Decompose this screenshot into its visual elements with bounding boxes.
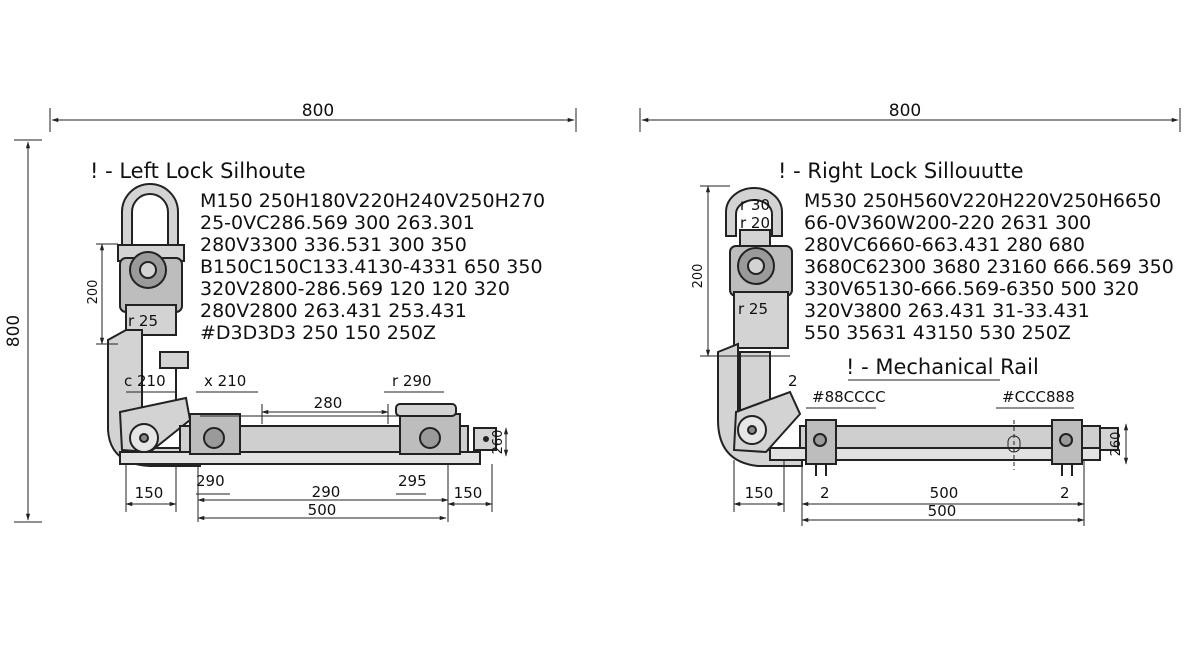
left-dim-260: 260 xyxy=(491,430,506,455)
right-dim-r25: r 25 xyxy=(738,300,768,318)
right-lock-body xyxy=(717,187,803,467)
left-dim-150b: 150 xyxy=(454,484,483,502)
left-rail xyxy=(119,403,497,465)
left-title: ! - Left Lock Silhoute xyxy=(90,159,306,183)
right-dim-r30: r 30 xyxy=(740,196,770,214)
left-dim-150a: 150 xyxy=(135,484,164,502)
left-dim-r25: r 25 xyxy=(128,312,158,330)
left-code-line-2: 25-0VC286.569 300 263.301 xyxy=(200,212,475,234)
right-code-line-1: M530 250H560V220H220V250H6650 xyxy=(804,190,1161,212)
right-code-line-5: 330V65130-666.569-6350 500 320 xyxy=(804,278,1139,300)
right-width-label: 800 xyxy=(889,101,921,121)
left-code-line-7: #D3D3D3 250 150 250Z xyxy=(200,322,436,344)
right-dim-260: 260 xyxy=(1109,432,1124,457)
right-dim-c888: #CCC888 xyxy=(1002,388,1075,406)
left-assembly: ! - Left Lock Silhoute M150 250H180V220H… xyxy=(86,159,545,522)
right-code-line-4: 3680C62300 3680 23160 666.569 350 xyxy=(804,256,1174,278)
right-dimensions: r 30 r 20 200 r 25 2 #88CCCC #CCC888 260… xyxy=(691,185,1129,526)
right-assembly: ! - Right Lock Sillouutte M530 250H560V2… xyxy=(691,159,1174,526)
overall-dimensions: 800 800 800 xyxy=(4,101,1181,523)
left-dim-280: 280 xyxy=(314,394,343,412)
right-dim-2b: 2 xyxy=(1060,484,1070,502)
rail-title: ! - Mechanical Rail xyxy=(846,355,1039,379)
right-dim-r20: r 20 xyxy=(740,214,770,232)
left-code-line-3: 280V3300 336.531 300 350 xyxy=(200,234,467,256)
left-code-line-4: B150C150C133.4130-4331 650 350 xyxy=(200,256,543,278)
right-code-line-7: 550 35631 43150 530 250Z xyxy=(804,322,1071,344)
left-code-line-5: 320V2800-286.569 120 120 320 xyxy=(200,278,510,300)
left-dim-x210: x 210 xyxy=(204,372,246,390)
left-dim-290a: 290 xyxy=(196,472,225,490)
right-dim-2a: 2 xyxy=(820,484,830,502)
left-dim-295: 295 xyxy=(398,472,427,490)
right-code-line-3: 280VC6660-663.431 280 680 xyxy=(804,234,1085,256)
right-dim-500a: 500 xyxy=(930,484,959,502)
right-code-block: M530 250H560V220H220V250H6650 66-0V360W2… xyxy=(804,190,1174,344)
right-dim-500b: 500 xyxy=(928,502,957,520)
right-dim-v2: 2 xyxy=(788,372,798,390)
left-code-block: M150 250H180V220H240V250H270 25-0VC286.5… xyxy=(200,190,545,344)
left-dim-r290: r 290 xyxy=(392,372,432,390)
left-code-line-1: M150 250H180V220H240V250H270 xyxy=(200,190,545,212)
left-lock-body xyxy=(107,183,201,467)
left-dim-h200: 200 xyxy=(86,280,101,305)
right-dim-h200: 200 xyxy=(691,264,706,289)
left-dim-290b: 290 xyxy=(312,483,341,501)
left-dimensions: 200 r 25 c 210 x 210 r 290 280 260 290 2… xyxy=(86,243,509,522)
right-dim-c88: #88CCCC xyxy=(812,388,886,406)
right-title: ! - Right Lock Sillouutte xyxy=(778,159,1024,183)
left-dim-c210: c 210 xyxy=(124,372,166,390)
left-dim-500: 500 xyxy=(308,501,337,519)
left-code-line-6: 280V2800 263.431 253.431 xyxy=(200,300,467,322)
height-label: 800 xyxy=(4,315,24,347)
left-width-label: 800 xyxy=(302,101,334,121)
right-rail xyxy=(769,419,1119,476)
right-code-line-6: 320V3800 263.431 31-33.431 xyxy=(804,300,1090,322)
right-code-line-2: 66-0V360W200-220 2631 300 xyxy=(804,212,1091,234)
right-dim-150: 150 xyxy=(745,484,774,502)
